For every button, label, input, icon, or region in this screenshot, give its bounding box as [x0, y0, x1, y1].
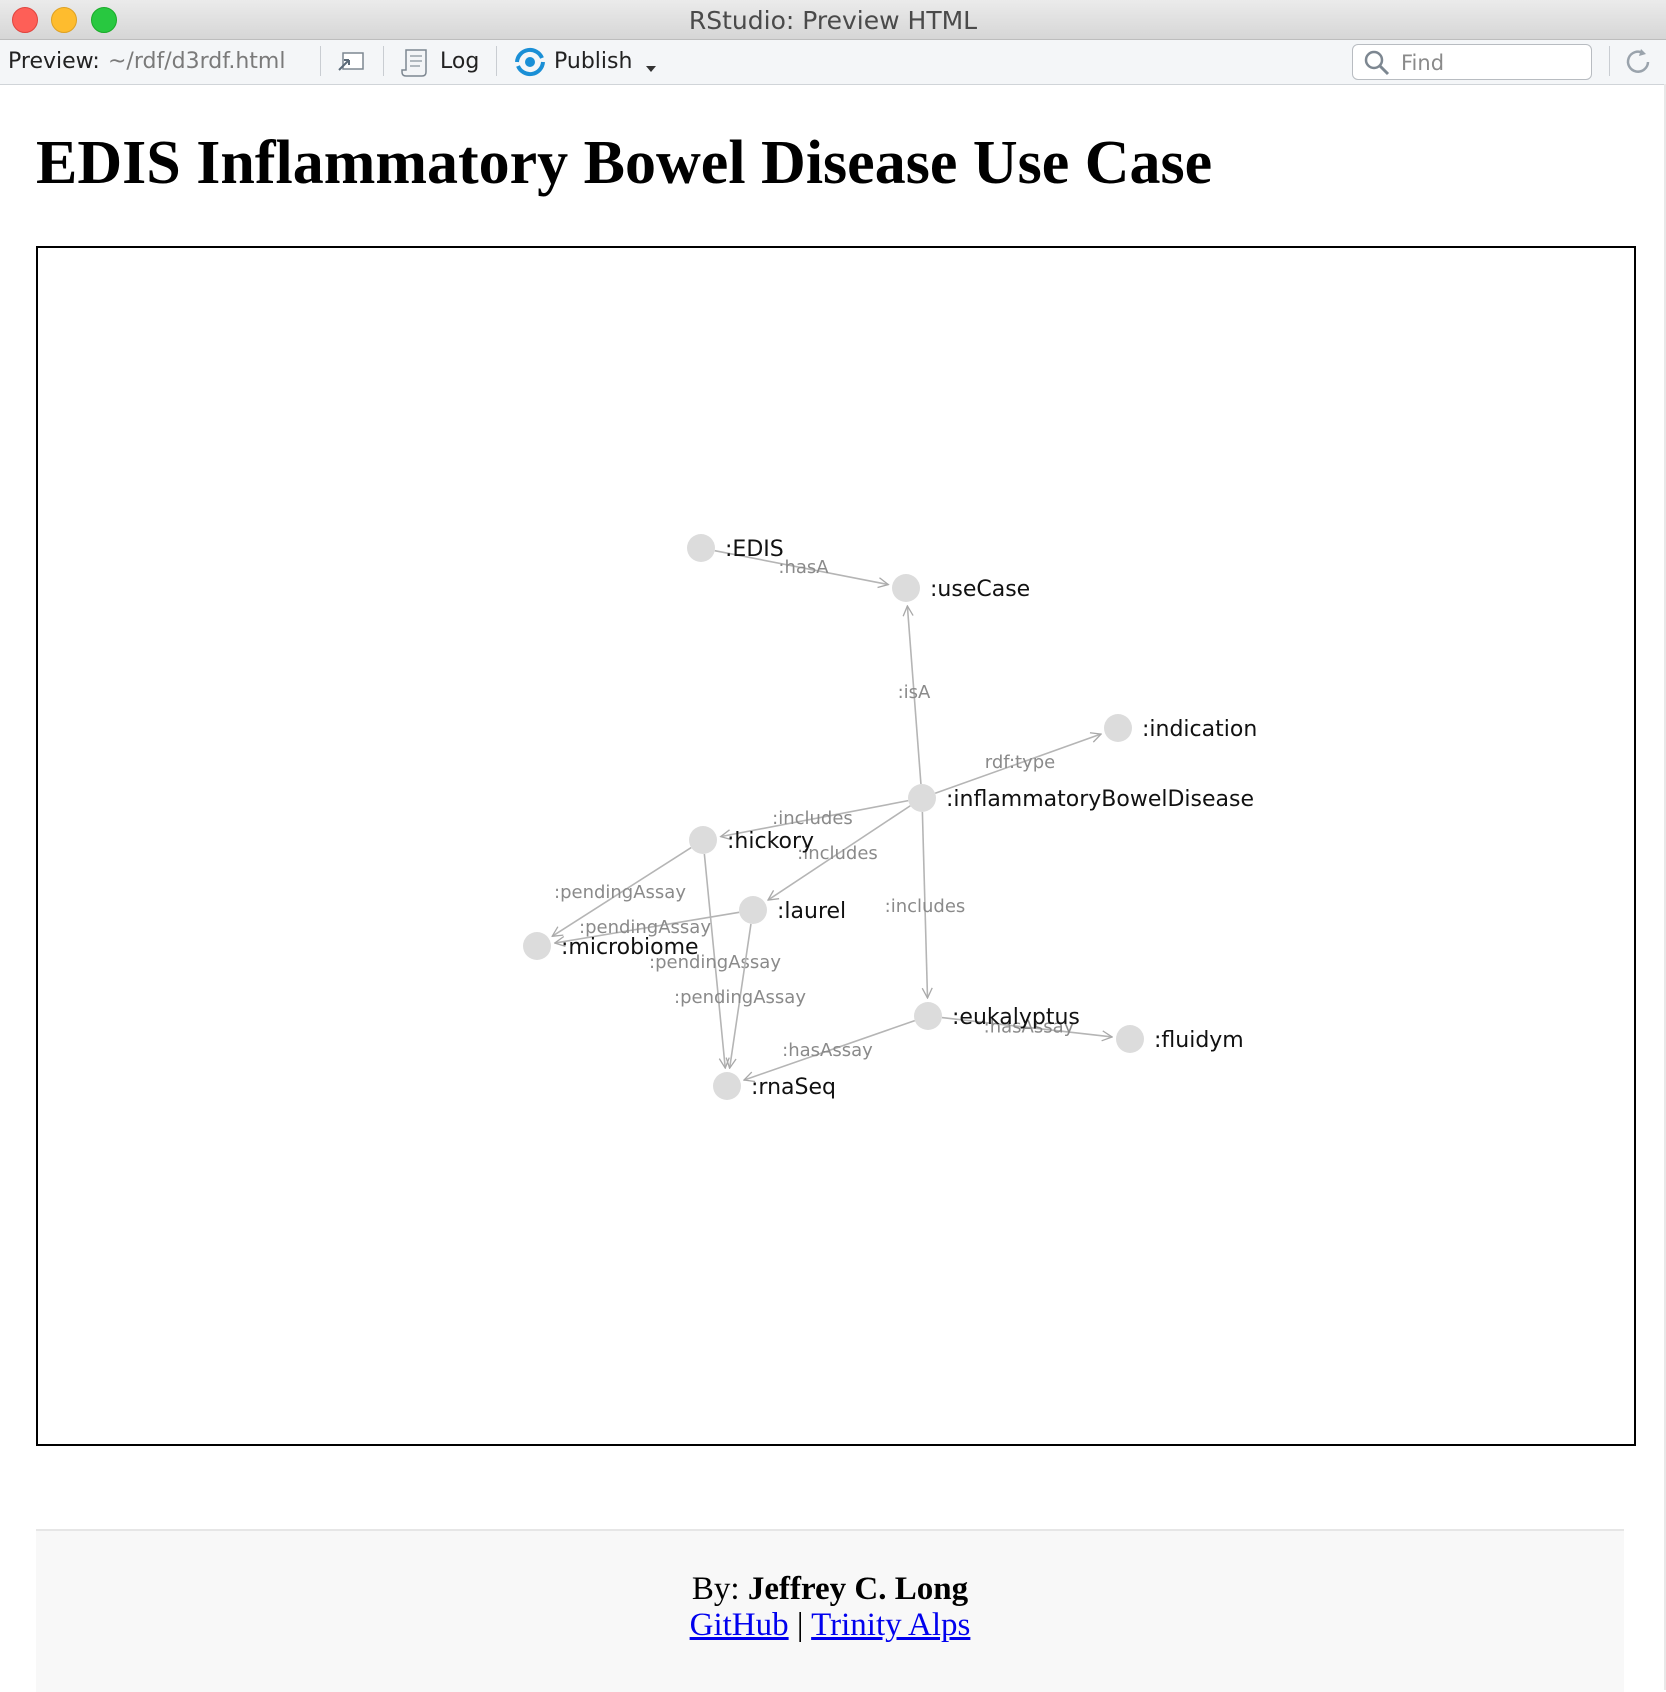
scrollbar-track[interactable] [1664, 84, 1666, 1690]
graph-node-hickory[interactable]: :hickory [689, 826, 814, 854]
node-label: :indication [1142, 717, 1257, 742]
chevron-down-icon[interactable] [645, 58, 657, 77]
author-name: Jeffrey C. Long [747, 1571, 969, 1607]
edge-line [552, 846, 692, 937]
byline: By: Jeffrey C. Long [36, 1571, 1624, 1608]
edge-label: rdf:type [985, 752, 1055, 773]
edge-line [907, 606, 922, 785]
refresh-icon[interactable] [1622, 46, 1654, 82]
open-in-browser-icon[interactable] [335, 48, 367, 80]
node-circle[interactable] [687, 534, 715, 562]
node-circle[interactable] [914, 1002, 942, 1030]
node-circle[interactable] [1116, 1025, 1144, 1053]
graph-node-usecase[interactable]: :useCase [892, 574, 1030, 602]
footer-links: GitHub | Trinity Alps [36, 1607, 1624, 1644]
edge-line [768, 805, 911, 900]
edge-label: :pendingAssay [579, 917, 711, 938]
node-label: :EDIS [725, 537, 784, 562]
graph-node-edis[interactable]: :EDIS [687, 534, 784, 562]
graph-node-rnaseq[interactable]: :rnaSeq [713, 1072, 836, 1100]
link-separator: | [796, 1607, 804, 1643]
minimize-window-button[interactable] [51, 7, 77, 33]
edge-line [934, 734, 1101, 795]
zoom-window-button[interactable] [91, 7, 117, 33]
edge-line [744, 1019, 916, 1080]
page-footer: By: Jeffrey C. Long GitHub | Trinity Alp… [36, 1529, 1624, 1692]
edge-line [555, 911, 740, 943]
edge-line [941, 1016, 1112, 1037]
graph-node-microbiome[interactable]: :microbiome [523, 932, 699, 960]
graph-node-fluidym[interactable]: :fluidym [1116, 1025, 1244, 1053]
node-label: :microbiome [561, 935, 699, 960]
window-titlebar: RStudio: Preview HTML [0, 0, 1666, 40]
edge-line [721, 799, 909, 837]
edge-label: :pendingAssay [674, 987, 806, 1008]
edge-line [703, 853, 725, 1068]
node-circle[interactable] [892, 574, 920, 602]
edge-label: :hasAssay [782, 1040, 873, 1061]
publish-icon[interactable] [513, 46, 547, 82]
log-button[interactable]: Log [440, 49, 480, 74]
graph-node-indication[interactable]: :indication [1104, 714, 1257, 742]
edge-label: :isA [898, 682, 931, 703]
log-scroll-icon[interactable] [401, 46, 431, 82]
node-label: :hickory [727, 829, 814, 854]
toolbar-divider [496, 46, 497, 76]
node-label: :eukalyptus [952, 1005, 1080, 1030]
node-circle[interactable] [1104, 714, 1132, 742]
edge-label: :includes [885, 896, 966, 917]
edge-label: :pendingAssay [649, 952, 781, 973]
preview-toolbar: Preview: ~/rdf/d3rdf.html Log Publish [0, 40, 1666, 85]
search-icon [1363, 49, 1391, 81]
node-label: :rnaSeq [751, 1075, 836, 1100]
node-circle[interactable] [908, 784, 936, 812]
edge-label: :hasAssay [984, 1017, 1075, 1038]
node-circle[interactable] [523, 932, 551, 960]
page-title: EDIS Inflammatory Bowel Disease Use Case [36, 129, 1213, 197]
node-circle[interactable] [689, 826, 717, 854]
edge-label: :hasA [778, 557, 829, 578]
toolbar-divider [383, 46, 384, 76]
preview-path: ~/rdf/d3rdf.html [108, 49, 286, 74]
edge-line [921, 811, 927, 998]
node-circle[interactable] [713, 1072, 741, 1100]
publish-button[interactable]: Publish [554, 49, 633, 74]
graph-node-eukalyptus[interactable]: :eukalyptus [914, 1002, 1080, 1030]
edge-label: :pendingAssay [554, 882, 686, 903]
by-prefix: By: [691, 1571, 740, 1607]
github-link[interactable]: GitHub [689, 1607, 789, 1643]
edge-label: :includes [772, 808, 853, 829]
toolbar-divider [320, 46, 321, 76]
graph-node-laurel[interactable]: :laurel [739, 896, 846, 924]
graph-node-ibd[interactable]: :inflammatoryBowelDisease [908, 784, 1254, 812]
rdf-graph-panel[interactable]: :hasA :isA rdf:type :includes :includes :incl… [36, 246, 1636, 1446]
toolbar-divider [1609, 46, 1610, 76]
trinity-alps-link[interactable]: Trinity Alps [811, 1607, 971, 1643]
edge-line [714, 549, 889, 585]
node-circle[interactable] [739, 896, 767, 924]
window-title: RStudio: Preview HTML [688, 6, 978, 35]
node-label: :useCase [930, 577, 1030, 602]
find-field[interactable]: Find [1352, 44, 1592, 80]
close-window-button[interactable] [12, 7, 38, 33]
preview-label: Preview: [8, 49, 100, 74]
rdf-graph[interactable]: :hasA :isA rdf:type :includes :includes :incl… [38, 248, 1634, 1444]
find-placeholder: Find [1401, 51, 1445, 75]
node-label: :laurel [777, 899, 846, 924]
node-label: :fluidym [1154, 1028, 1244, 1053]
node-label: :inflammatoryBowelDisease [946, 787, 1254, 812]
edge-line [730, 923, 752, 1068]
edge-label: :includes [797, 843, 878, 864]
